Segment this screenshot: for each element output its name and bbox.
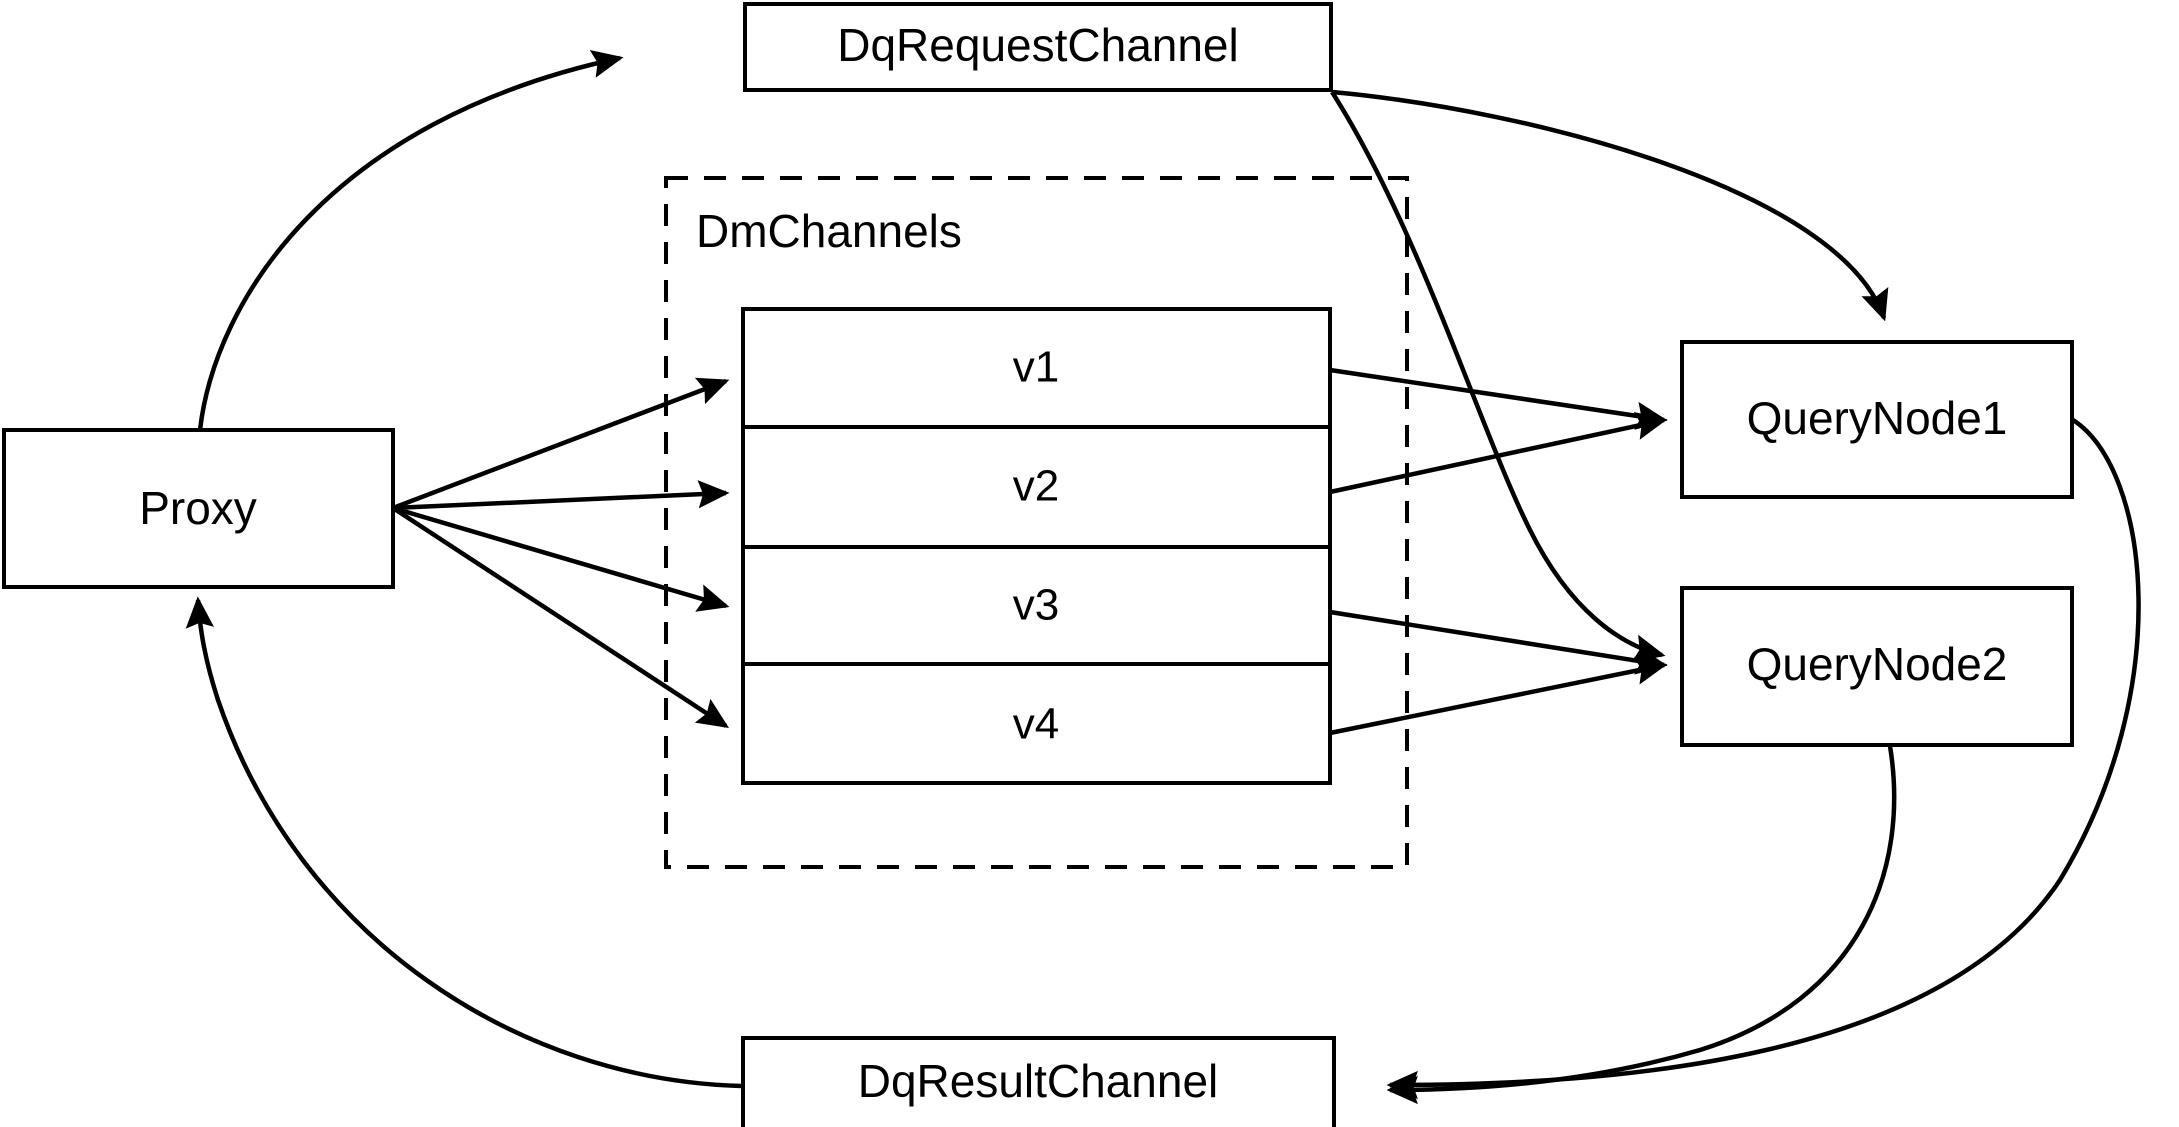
node-dqrequestchannel-label: DqRequestChannel	[837, 19, 1239, 71]
edge-proxy-to-dqrequestchannel	[197, 49, 624, 431]
edge-dqresultchannel-to-proxy	[185, 596, 742, 1089]
channel-row-label-v2: v2	[1013, 462, 1059, 511]
node-querynode1-label: QueryNode1	[1747, 392, 2008, 444]
edge-v3-to-querynode2	[1329, 609, 1668, 675]
edge-proxy-to-v2	[392, 480, 730, 511]
edge-v2-to-querynode1	[1329, 412, 1668, 495]
node-querynode2-label: QueryNode2	[1747, 638, 2008, 690]
edge-v1-to-querynode1	[1329, 367, 1668, 430]
edge-querynode1-to-dqresultchannel	[1386, 418, 2141, 1100]
node-dqresultchannel-label: DqResultChannel	[858, 1055, 1219, 1107]
dmchannels-group-label: DmChannels	[696, 205, 962, 257]
channel-row-label-v4: v4	[1013, 700, 1059, 749]
dmchannels-group-box	[664, 176, 1409, 869]
edge-querynode2-to-dqresultchannel	[1386, 745, 1897, 1105]
node-querynode1-box[interactable]	[1680, 340, 2074, 499]
node-dqresultchannel-box[interactable]	[741, 1036, 1336, 1127]
edge-proxy-to-v3	[392, 505, 730, 612]
edge-dqrequestchannel-to-querynode1	[1331, 89, 1889, 322]
channel-row-label-v3: v3	[1013, 581, 1059, 630]
edge-dqrequestchannel-to-querynode2	[1330, 90, 1666, 663]
node-proxy-label: Proxy	[139, 482, 257, 534]
edge-v4-to-querynode2	[1329, 656, 1668, 736]
edge-proxy-to-v1	[392, 377, 730, 511]
node-dqrequestchannel-box[interactable]	[743, 2, 1333, 92]
node-querynode2-box[interactable]	[1680, 586, 2074, 747]
node-proxy-box[interactable]	[2, 428, 395, 589]
channel-row-label-v1: v1	[1013, 343, 1059, 392]
edge-proxy-to-v4	[391, 506, 730, 728]
